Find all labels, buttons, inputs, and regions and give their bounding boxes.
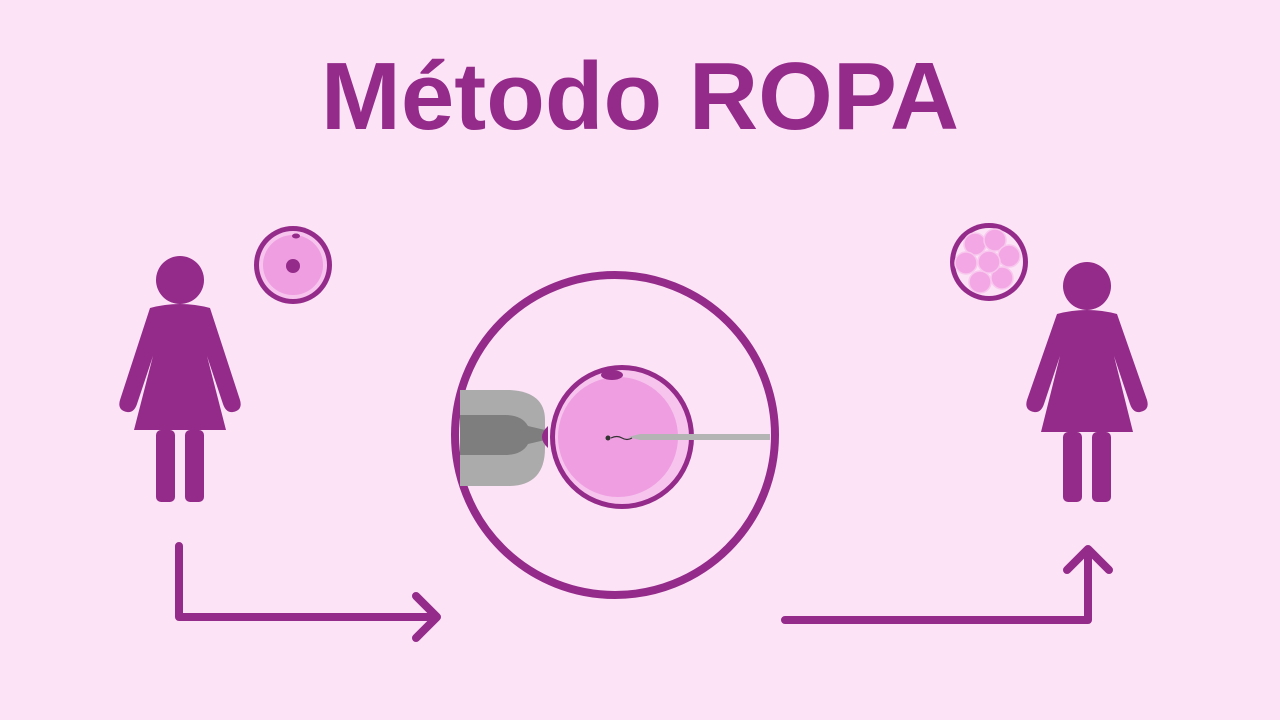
woman-donor-icon [119, 256, 241, 502]
woman-recipient-icon [1026, 262, 1148, 502]
icsi-microinjection-icon [451, 271, 779, 599]
embryo-icon [950, 223, 1028, 301]
arrow-up-icon [781, 545, 1113, 624]
oocyte-icon [254, 226, 332, 304]
page-title: Método ROPA [320, 43, 960, 150]
arrow-right-icon [175, 542, 441, 642]
